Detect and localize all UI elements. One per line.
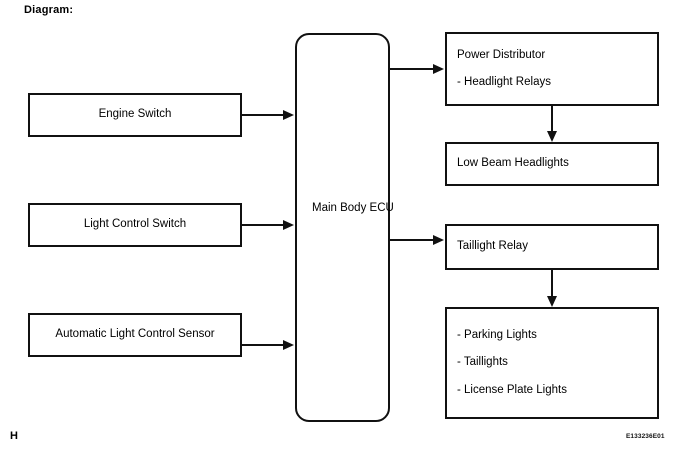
reference-code: E133236E01 (626, 433, 665, 440)
page-title: Diagram: (24, 4, 74, 16)
taillight-relay-label: Taillight Relay (457, 240, 528, 253)
arrowhead-right-icon (433, 235, 444, 245)
lamp-group-item-parking-lights: - Parking Lights (457, 329, 537, 342)
power-distributor-title: Power Distributor (457, 48, 546, 61)
arrowhead-right-icon (283, 220, 294, 230)
box-main-body-ecu[interactable] (295, 33, 390, 422)
arrowhead-right-icon (283, 110, 294, 120)
power-distributor-item-headlight-relays: - Headlight Relays (457, 76, 551, 88)
main-body-ecu-label: Main Body ECU (312, 201, 394, 217)
box-power-distributor[interactable]: Power Distributor - Headlight Relays (445, 32, 659, 106)
arrowhead-right-icon (283, 340, 294, 350)
light-control-switch-label: Light Control Switch (83, 218, 187, 231)
engine-switch-label: Engine Switch (98, 108, 172, 121)
box-low-beam-headlights[interactable]: Low Beam Headlights (445, 142, 659, 186)
box-lamp-group[interactable]: - Parking Lights - Taillights - License … (445, 307, 659, 419)
lamp-group-item-taillights: - Taillights (457, 356, 508, 369)
main-body-ecu-label-line1: Main Body (312, 202, 367, 214)
arrowhead-down-icon (547, 131, 557, 142)
page-corner-mark: H (10, 430, 18, 442)
lamp-group-item-license-plate-lights: - License Plate Lights (457, 383, 567, 396)
box-engine-switch[interactable]: Engine Switch (28, 93, 242, 137)
low-beam-headlights-label: Low Beam Headlights (457, 157, 569, 170)
arrowhead-right-icon (433, 64, 444, 74)
box-automatic-light-control-sensor[interactable]: Automatic Light Control Sensor (28, 313, 242, 357)
arrowhead-down-icon (547, 296, 557, 307)
box-taillight-relay[interactable]: Taillight Relay (445, 224, 659, 270)
automatic-light-control-sensor-label: Automatic Light Control Sensor (55, 328, 215, 341)
box-light-control-switch[interactable]: Light Control Switch (28, 203, 242, 247)
main-body-ecu-label-line2: ECU (369, 202, 394, 214)
